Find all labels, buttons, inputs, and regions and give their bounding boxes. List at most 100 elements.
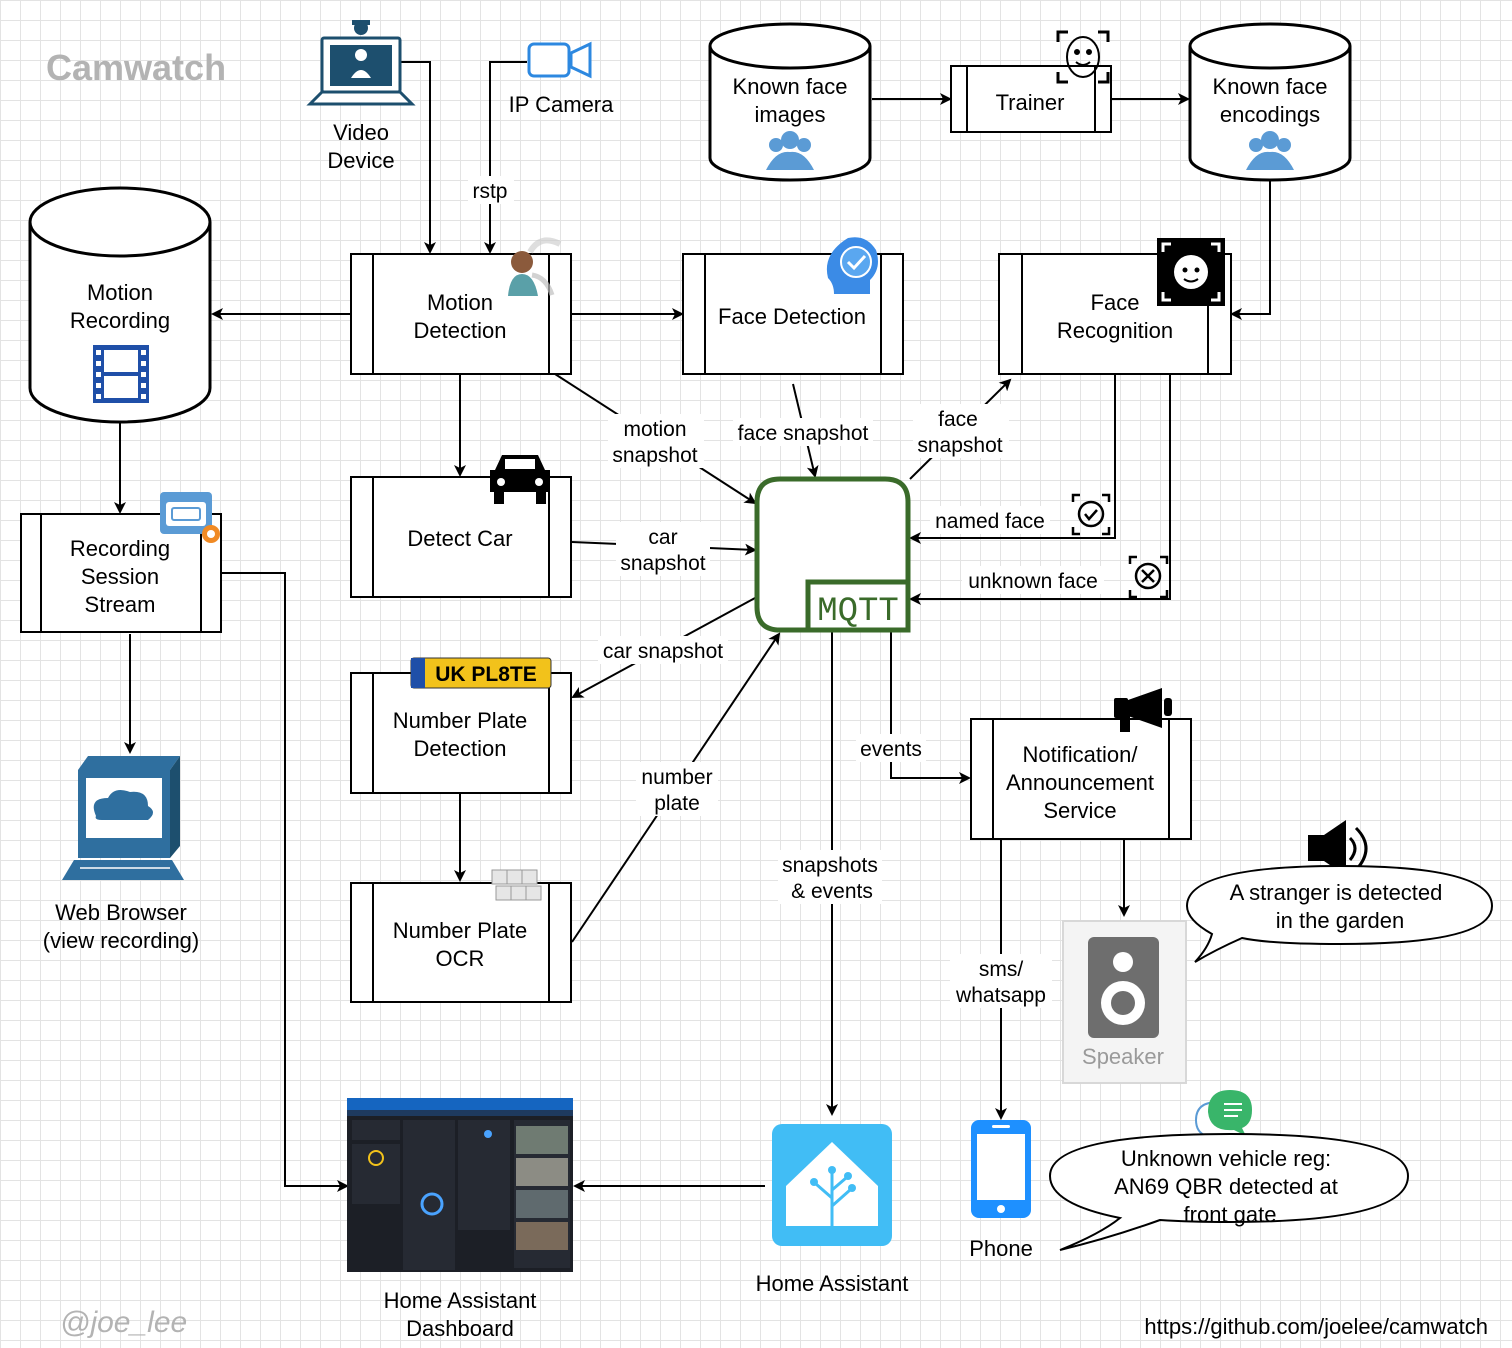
stream-label-2: Session bbox=[81, 564, 159, 589]
label-sms-2: whatsapp bbox=[955, 984, 1046, 1007]
face-cross-icon bbox=[1128, 555, 1169, 599]
uk-plate-text: UK PL8TE bbox=[435, 663, 537, 686]
callout-vehicle: Unknown vehicle reg: AN69 QBR detected a… bbox=[1048, 1132, 1410, 1251]
label-sms-1: sms/ bbox=[979, 958, 1023, 981]
cylinder-known-face-images[interactable]: Known face images bbox=[708, 22, 872, 182]
callout-vehicle-line-2: AN69 QBR detected at bbox=[1114, 1174, 1338, 1199]
signature: @joe_lee bbox=[60, 1306, 187, 1339]
verified-badge-icon bbox=[826, 237, 878, 294]
face-detection-label: Face Detection bbox=[718, 304, 866, 329]
keyboard-icon bbox=[491, 869, 542, 901]
mobile-phone-icon[interactable] bbox=[971, 1120, 1031, 1218]
label-events: events bbox=[860, 738, 922, 761]
detect-car-label: Detect Car bbox=[407, 526, 512, 551]
label-number-plate-1: number bbox=[641, 766, 712, 789]
plate-ocr-label-2: OCR bbox=[436, 946, 485, 971]
callout-vehicle-line-1: Unknown vehicle reg: bbox=[1121, 1146, 1331, 1171]
label-face-snapshot: face snapshot bbox=[738, 422, 869, 445]
process-number-plate-ocr[interactable]: Number Plate OCR bbox=[350, 882, 572, 1003]
callout-stranger: A stranger is detected in the garden bbox=[1185, 864, 1494, 963]
video-camera-icon[interactable] bbox=[527, 41, 592, 79]
speaker-device[interactable]: Speaker bbox=[1062, 920, 1187, 1084]
known-face-images-label-1: Known face bbox=[733, 74, 848, 99]
speaker-label: Speaker bbox=[1082, 1044, 1164, 1069]
motion-detection-label-1: Motion bbox=[427, 290, 493, 315]
edge-mqtt-events bbox=[890, 632, 971, 784]
mqtt-label: MQTT bbox=[817, 593, 899, 631]
car-icon bbox=[490, 455, 550, 504]
label-car-snapshot-1b: snapshot bbox=[620, 552, 705, 575]
notification-label-3: Service bbox=[1043, 798, 1116, 823]
speaker-icon bbox=[1088, 937, 1159, 1038]
known-face-images-label-2: images bbox=[755, 102, 826, 127]
label-snapshots-events-2: & events bbox=[791, 880, 873, 903]
video-device-label-1: Video bbox=[333, 120, 389, 145]
label-snapshots-events-1: snapshots bbox=[782, 854, 878, 877]
edge-stream-to-dashboard bbox=[222, 572, 349, 1192]
stream-window-icon bbox=[160, 492, 220, 543]
label-car-snapshot-2: car snapshot bbox=[603, 640, 723, 663]
ip-camera-label: IP Camera bbox=[509, 92, 615, 117]
label-unknown-face: unknown face bbox=[968, 570, 1098, 593]
dashboard-label-1: Home Assistant bbox=[384, 1288, 537, 1313]
stream-label-1: Recording bbox=[70, 536, 170, 561]
face-scan-icon bbox=[1056, 30, 1110, 84]
face-id-icon bbox=[1157, 238, 1225, 306]
film-strip-icon bbox=[93, 345, 149, 403]
motion-detection-label-2: Detection bbox=[414, 318, 507, 343]
diagram-title: Camwatch bbox=[46, 47, 226, 88]
home-assistant-label: Home Assistant bbox=[756, 1271, 909, 1296]
callout-stranger-line-1: A stranger is detected bbox=[1230, 880, 1443, 905]
home-assistant-icon[interactable] bbox=[772, 1124, 892, 1246]
phone-label: Phone bbox=[969, 1236, 1033, 1261]
label-car-snapshot-1a: car bbox=[648, 526, 677, 549]
edge-unknown-face bbox=[909, 374, 1171, 605]
cylinder-known-face-encodings[interactable]: Known face encodings bbox=[1188, 22, 1352, 182]
web-browser-label-1: Web Browser bbox=[55, 900, 187, 925]
process-detect-car[interactable]: Detect Car bbox=[350, 476, 572, 598]
user-group-icon bbox=[766, 131, 814, 170]
dashboard-screenshot-icon[interactable] bbox=[347, 1098, 573, 1272]
face-recognition-label-2: Recognition bbox=[1057, 318, 1173, 343]
repo-url: https://github.com/joelee/camwatch bbox=[1144, 1314, 1488, 1339]
process-number-plate-detection[interactable]: Number Plate Detection bbox=[350, 672, 572, 794]
label-motion-snapshot-2: snapshot bbox=[612, 444, 697, 467]
web-browser-label-2: (view recording) bbox=[43, 928, 200, 953]
video-device-label-2: Device bbox=[327, 148, 394, 173]
chat-bubbles-icon bbox=[1194, 1090, 1252, 1145]
process-motion-detection[interactable]: Motion Detection bbox=[350, 253, 572, 375]
plate-detection-label-2: Detection bbox=[414, 736, 507, 761]
dashboard-label-2: Dashboard bbox=[406, 1316, 514, 1341]
process-face-detection[interactable]: Face Detection bbox=[682, 253, 904, 375]
computer-cloud-icon[interactable] bbox=[62, 756, 184, 880]
label-motion-snapshot-1: motion bbox=[623, 418, 686, 441]
label-rstp: rstp bbox=[472, 180, 507, 203]
label-face-snapshot-2b: snapshot bbox=[917, 434, 1002, 457]
person-icon bbox=[508, 237, 562, 296]
megaphone-icon[interactable] bbox=[1114, 688, 1172, 732]
edge-camera-to-motion bbox=[484, 61, 527, 254]
callout-stranger-line-2: in the garden bbox=[1276, 908, 1404, 933]
face-check-icon bbox=[1071, 493, 1111, 536]
motion-recording-label-1: Motion bbox=[87, 280, 153, 305]
face-recognition-label-1: Face bbox=[1091, 290, 1140, 315]
user-group-icon bbox=[1246, 131, 1294, 170]
cylinder-motion-recording[interactable]: Motion Recording bbox=[28, 186, 212, 424]
label-named-face: named face bbox=[935, 510, 1045, 533]
edge-labels: rstp motion snapshot face snapshot face … bbox=[468, 176, 1104, 1008]
known-face-encodings-label-2: encodings bbox=[1220, 102, 1320, 127]
uk-plate-badge: UK PL8TE bbox=[410, 657, 552, 689]
process-notification-service[interactable]: Notification/ Announcement Service bbox=[970, 718, 1192, 840]
stream-label-3: Stream bbox=[85, 592, 156, 617]
video-conference-icon[interactable] bbox=[306, 20, 416, 106]
label-number-plate-2: plate bbox=[654, 792, 700, 815]
edge-named-face bbox=[909, 374, 1116, 544]
motion-recording-label-2: Recording bbox=[70, 308, 170, 333]
trainer-label: Trainer bbox=[996, 90, 1065, 115]
label-face-snapshot-2a: face bbox=[938, 408, 978, 431]
edge-encodings-to-recognition bbox=[1230, 180, 1271, 320]
mqtt-broker[interactable]: MQTT bbox=[754, 476, 911, 633]
notification-label-2: Announcement bbox=[1006, 770, 1154, 795]
